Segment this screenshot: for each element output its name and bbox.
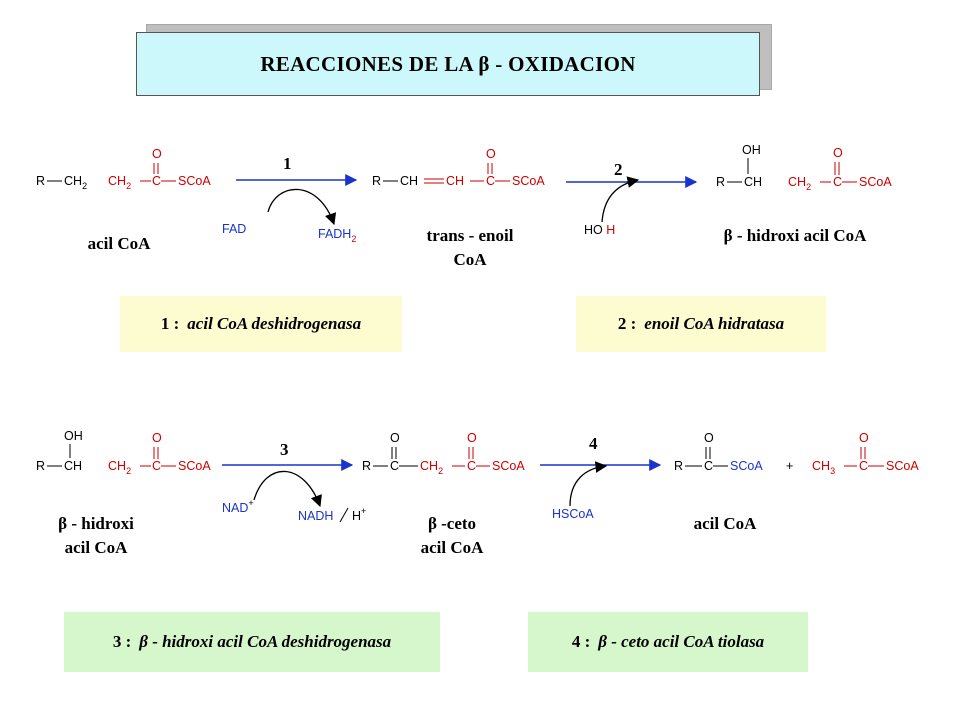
atom-ch: CH	[64, 459, 82, 473]
atom-r: R	[716, 175, 725, 189]
curved-arrow-3	[253, 470, 322, 508]
enzyme-2-number: 2 :	[617, 314, 637, 333]
trans-enoil-line1: trans - enoil	[426, 226, 514, 245]
atom-o: O	[152, 431, 162, 445]
page-title-text: REACCIONES DE LA β - OXIDACION	[260, 51, 636, 76]
atom-ch3-red: CH3	[812, 459, 835, 476]
acyl-coa-product-label-text: acil CoA	[693, 514, 757, 533]
enzyme-box-2: 2 : enoil CoA hidratasa	[576, 296, 826, 352]
atom-r: R	[36, 174, 45, 188]
proton: H+	[352, 506, 366, 523]
atom-c: C	[859, 459, 868, 473]
curved-arrow-2	[601, 176, 640, 223]
atom-scoa: SCoA	[859, 175, 892, 189]
atom-r: R	[362, 459, 371, 473]
atom-c: C	[486, 174, 495, 188]
atom-o: O	[390, 431, 400, 445]
atom-c: C	[704, 459, 713, 473]
enzyme-2-name: enoil CoA hidratasa	[644, 314, 785, 333]
enzyme-3-name: β - hidroxi acil CoA deshidrogenasa	[139, 632, 392, 651]
atom-ch: CH	[744, 175, 762, 189]
atom-scoa: SCoA	[492, 459, 525, 473]
atom-ch2-red: CH2	[108, 459, 131, 476]
step-3-number: 3	[280, 440, 289, 459]
hydroxy-acyl-coa-label-bottom: β - hidroxi acil CoA	[36, 512, 156, 560]
atom-o: O	[486, 147, 496, 161]
trans-enoil-coa-label: trans - enoil CoA	[400, 224, 540, 272]
hydroxy-acyl-coa-label: β - hidroxi acil CoA	[690, 224, 900, 248]
atom-oh: OH	[742, 143, 761, 157]
atom-ch2-red: CH2	[108, 174, 131, 191]
reagent-hscoa: HSCoA	[552, 507, 594, 521]
atom-r: R	[36, 459, 45, 473]
atom-o: O	[859, 431, 869, 445]
keto-line1: β -ceto	[427, 514, 477, 533]
atom-scoa-blue: SCoA	[730, 459, 763, 473]
slash	[339, 507, 349, 523]
hydroxy-acyl-coa-label-text: β - hidroxi acil CoA	[723, 226, 867, 245]
page-title: REACCIONES DE LA β - OXIDACION	[136, 32, 760, 96]
cofactor-fad: FAD	[222, 222, 246, 236]
atom-scoa: SCoA	[886, 459, 919, 473]
hydroxy-bottom-line1: β - hidroxi	[58, 514, 134, 533]
atom-scoa: SCoA	[178, 174, 211, 188]
enzyme-1-number: 1 :	[160, 314, 180, 333]
enzyme-4-number: 4 :	[571, 632, 591, 651]
atom-scoa: SCoA	[178, 459, 211, 473]
keto-line2: acil CoA	[420, 538, 484, 557]
enzyme-box-1: 1 : acil CoA deshidrogenasa	[120, 296, 402, 352]
curved-arrow-1	[267, 188, 337, 226]
enzyme-3-number: 3 :	[112, 632, 132, 651]
atom-o: O	[833, 146, 843, 160]
atom-o: O	[704, 431, 714, 445]
cofactor-nadh: NADH	[298, 509, 333, 523]
atom-ch2-red: CH2	[788, 175, 811, 192]
keto-acyl-coa-label: β -ceto acil CoA	[392, 512, 512, 560]
enzyme-box-4: 4 : β - ceto acil CoA tiolasa	[528, 612, 808, 672]
atom-ch2-red: CH2	[420, 459, 443, 476]
trans-enoil-line2: CoA	[453, 250, 487, 269]
molecule-acyl-coa-product: R C O SCoA	[674, 431, 763, 473]
enzyme-box-3: 3 : β - hidroxi acil CoA deshidrogenasa	[64, 612, 440, 672]
atom-c: C	[152, 459, 161, 473]
atom-scoa: SCoA	[512, 174, 545, 188]
molecule-hydroxy-acyl-coa: R CH OH CH2 C SCoA O	[716, 143, 892, 192]
enzyme-1-name: acil CoA deshidrogenasa	[187, 314, 362, 333]
atom-o: O	[467, 431, 477, 445]
molecule-trans-enoil-coa: R CH CH C SCoA O	[372, 147, 545, 188]
atom-ch: CH	[400, 174, 418, 188]
step-1-number: 1	[283, 154, 292, 173]
atom-ch-red: CH	[446, 174, 464, 188]
atom-r: R	[372, 174, 381, 188]
atom-c: C	[833, 175, 842, 189]
acyl-coa-label-text: acil CoA	[87, 234, 151, 253]
atom-ch2: CH2	[64, 174, 87, 191]
reagent-water: HO H	[584, 223, 615, 237]
atom-c: C	[390, 459, 399, 473]
hydroxy-bottom-line2: acil CoA	[64, 538, 128, 557]
molecule-keto-acyl-coa: R C O CH2 C SCoA O	[362, 431, 525, 476]
step-2-number: 2	[614, 160, 623, 179]
molecule-acyl-coa: R CH2 CH2 C SCoA O	[36, 147, 211, 191]
acyl-coa-label: acil CoA	[64, 232, 174, 256]
curved-arrow-4	[569, 461, 608, 507]
atom-oh: OH	[64, 429, 83, 443]
cofactor-fadh2: FADH2	[318, 227, 356, 244]
step-4-number: 4	[589, 434, 598, 453]
enzyme-4-name: β - ceto acil CoA tiolasa	[598, 632, 765, 651]
atom-c: C	[467, 459, 476, 473]
plus-sign: +	[786, 459, 793, 473]
atom-r: R	[674, 459, 683, 473]
cofactor-nad: NAD+	[222, 498, 254, 515]
acyl-coa-product-label: acil CoA	[670, 512, 780, 536]
atom-o: O	[152, 147, 162, 161]
molecule-hydroxy-acyl-coa-2: R CH OH CH2 C SCoA O	[36, 429, 211, 476]
molecule-acetyl-coa: CH3 C O SCoA	[812, 431, 919, 476]
atom-c: C	[152, 174, 161, 188]
